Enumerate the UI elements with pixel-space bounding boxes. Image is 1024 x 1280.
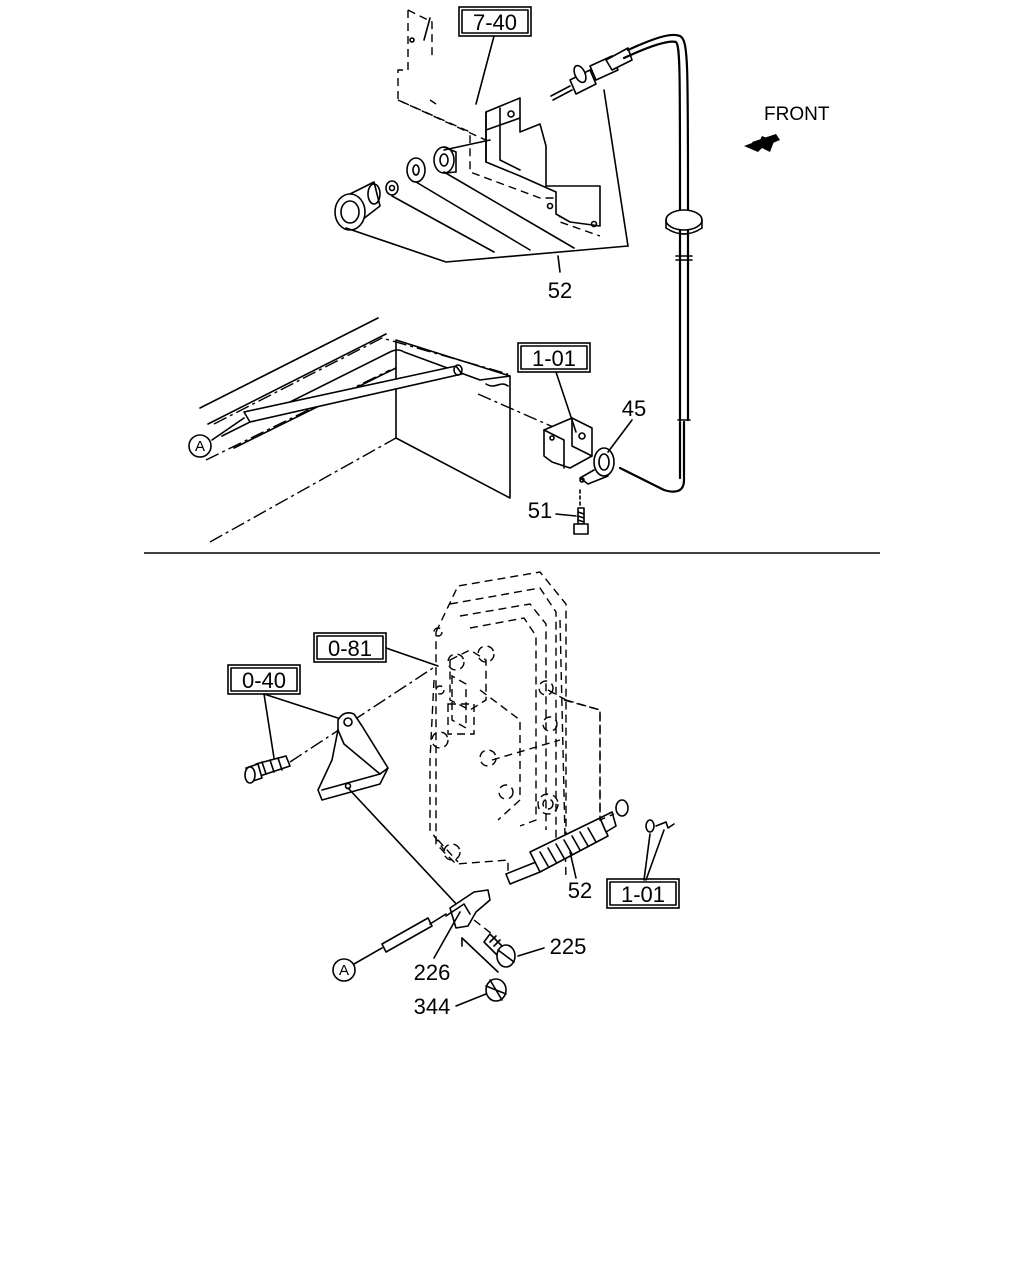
- ref-label-7-40: 7-40: [473, 10, 517, 35]
- front-label: FRONT: [764, 104, 830, 125]
- ref-label-0-81: 0-81: [328, 636, 372, 661]
- callout-51[interactable]: 51: [528, 498, 552, 523]
- ref-box-1-01-upper[interactable]: 1-01: [517, 342, 591, 373]
- control-cable-lower: [505, 689, 675, 885]
- ref-label-1-01-upper: 1-01: [532, 346, 576, 371]
- ref-label-0-40: 0-40: [242, 668, 286, 693]
- mounting-bracket-panel: [397, 9, 601, 237]
- front-orientation: FRONT: [744, 104, 830, 152]
- control-cable: [618, 33, 703, 493]
- callout-225[interactable]: 225: [550, 934, 587, 959]
- callout-226[interactable]: 226: [414, 960, 451, 985]
- fuel-tank-outline: [199, 317, 561, 543]
- connector-a-label-lower: A: [339, 962, 349, 979]
- rubber-grommet: [334, 181, 381, 231]
- lever-bracket-plate: [317, 712, 389, 801]
- ref-box-0-40[interactable]: 0-40: [227, 664, 301, 695]
- ref-label-1-01-lower: 1-01: [621, 882, 665, 907]
- washer-set: [385, 139, 491, 196]
- screw-51: [573, 489, 589, 535]
- callout-52-upper[interactable]: 52: [548, 278, 572, 303]
- connector-a-lower[interactable]: A: [332, 958, 356, 982]
- upper-view: 7-40 52 FRONT: [188, 6, 830, 543]
- ref-box-7-40[interactable]: 7-40: [458, 6, 532, 37]
- connector-a-upper[interactable]: A: [188, 434, 212, 458]
- callout-344[interactable]: 344: [414, 994, 451, 1019]
- callout-45[interactable]: 45: [622, 396, 646, 421]
- shift-rod-upper: [211, 364, 463, 441]
- callout-52-lower[interactable]: 52: [568, 878, 592, 903]
- shift-rod-lower: [353, 889, 491, 965]
- cable-clamp-bracket: [543, 417, 615, 485]
- cable-end-fitting: [550, 47, 633, 101]
- bolt-225: [473, 919, 516, 968]
- nut-344: [461, 937, 507, 1002]
- leader-lines-52-upper: [345, 89, 629, 273]
- bolt-0-40: [244, 665, 437, 784]
- ref-box-0-81[interactable]: 0-81: [313, 632, 387, 663]
- lower-view: 0-81 0-40: [227, 571, 680, 1019]
- front-arrow-icon: [744, 134, 780, 152]
- connector-a-label-upper: A: [195, 438, 205, 455]
- ref-box-1-01-lower[interactable]: 1-01: [606, 878, 680, 909]
